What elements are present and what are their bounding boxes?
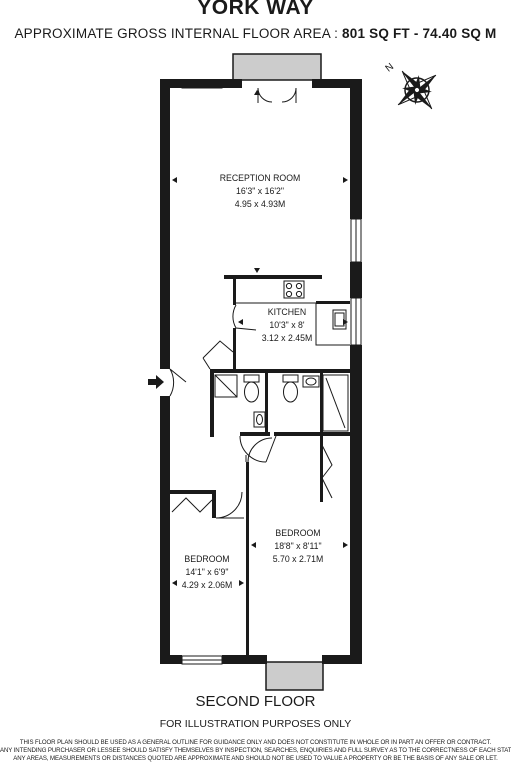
room-dimensions-metric: 4.29 x 2.06M	[181, 580, 233, 591]
room-dimensions-metric: 3.12 x 2.45M	[261, 333, 313, 344]
bedroom2-door	[215, 491, 244, 519]
floor-area-value: 801 SQ FT - 74.40 SQ M	[342, 26, 497, 41]
toilet-right-cistern	[282, 374, 299, 383]
disclaimer-line-2: ANY INTENDING PURCHASER OR LESSEE SHOULD…	[0, 747, 511, 754]
room-dimensions-imperial: 10'3" x 8'	[269, 320, 305, 331]
room-dimensions-metric: 4.95 x 4.93M	[234, 199, 286, 210]
fixtures	[169, 79, 362, 665]
kitchen-hob	[283, 280, 305, 299]
toilet-right	[283, 381, 298, 403]
room-name: RECEPTION ROOM	[219, 173, 301, 184]
bathroom-door	[239, 435, 277, 463]
basin-left	[253, 411, 266, 428]
illustration-notice: FOR ILLUSTRATION PURPOSES ONLY	[159, 718, 352, 730]
disclaimer-line-1: THIS FLOOR PLAN SHOULD BE USED AS A GENE…	[19, 739, 492, 746]
hall-door	[245, 437, 273, 463]
bedroom2-wardrobe	[171, 497, 213, 513]
entrance-arrow-icon	[148, 375, 164, 389]
shower-right	[322, 374, 349, 432]
entrance-door	[169, 368, 187, 397]
kitchen-sink	[332, 309, 347, 330]
floor-area-summary: APPROXIMATE GROSS INTERNAL FLOOR AREA : …	[0, 26, 511, 41]
room-label-bedroom-1: BEDROOM 18'8" x 8'11" 5.70 x 2.71M	[261, 527, 335, 566]
balcony-door-left	[257, 87, 273, 103]
hall-cupboard	[202, 340, 234, 370]
floor-area-label: APPROXIMATE GROSS INTERNAL FLOOR AREA :	[14, 26, 339, 41]
kitchen-worktop	[236, 302, 350, 346]
room-name: BEDROOM	[184, 554, 230, 565]
room-dimensions-imperial: 14'1" x 6'9"	[185, 567, 229, 578]
floor-name: SECOND FLOOR	[195, 693, 316, 710]
compass-rose-icon	[397, 70, 437, 110]
kitchen-door	[232, 304, 257, 331]
room-name: BEDROOM	[275, 528, 321, 539]
basin-right	[302, 375, 320, 388]
bedroom-bay-window	[265, 661, 324, 691]
disclaimer-line-3: ANY AREAS, MEASUREMENTS OR DISTANCES QUO…	[13, 755, 498, 762]
reception-bay-window	[232, 53, 322, 81]
room-label-reception: RECEPTION ROOM 16'3" x 16'2" 4.95 x 4.93…	[209, 172, 310, 211]
property-title: YORK WAY	[197, 0, 314, 19]
room-dimensions-metric: 5.70 x 2.71M	[272, 554, 324, 565]
dimension-ticks	[172, 90, 348, 586]
shower-left	[214, 374, 238, 398]
toilet-left-cistern	[243, 374, 260, 383]
toilet-left	[244, 381, 259, 403]
compass-north-label: N	[384, 61, 396, 74]
room-dimensions-imperial: 16'3" x 16'2"	[236, 186, 284, 197]
room-label-bedroom-2: BEDROOM 14'1" x 6'9" 4.29 x 2.06M	[175, 553, 239, 592]
room-name: KITCHEN	[267, 307, 307, 318]
balcony-door-right	[281, 87, 297, 103]
room-label-kitchen: KITCHEN 10'3" x 8' 3.12 x 2.45M	[251, 306, 323, 345]
bedroom1-wardrobe	[321, 444, 333, 499]
room-dimensions-imperial: 18'8" x 8'11"	[274, 541, 322, 552]
